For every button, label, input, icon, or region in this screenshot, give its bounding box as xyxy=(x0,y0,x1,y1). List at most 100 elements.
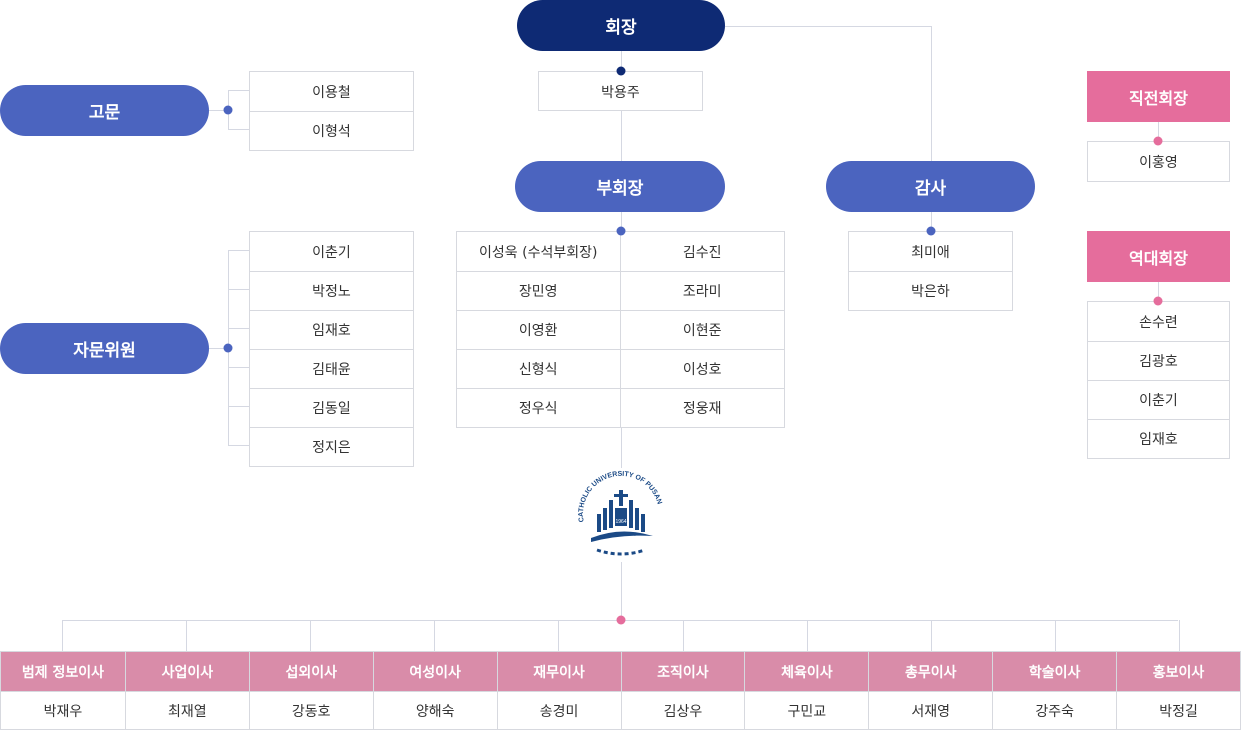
list-item: 이홍영 xyxy=(1139,154,1178,171)
connector xyxy=(228,90,249,91)
list-item: 이형석 xyxy=(250,111,413,150)
list-item: 이성욱 (수석부회장) xyxy=(457,232,621,271)
director-title: 섭외이사 xyxy=(249,652,373,691)
list-item: 정지은 xyxy=(250,427,413,466)
director-name: 구민교 xyxy=(745,691,869,729)
director-name: 서재영 xyxy=(869,691,993,729)
connector xyxy=(228,367,249,368)
former-president-header: 직전회장 xyxy=(1087,71,1230,122)
list-item: 이현준 xyxy=(620,310,784,349)
connector xyxy=(1055,620,1056,651)
consultants-list: 이춘기 박정노 임재호 김태윤 김동일 정지은 xyxy=(249,231,414,467)
director-name: 김상우 xyxy=(621,691,745,729)
connector xyxy=(186,620,187,651)
connector xyxy=(310,620,311,651)
connector xyxy=(931,620,932,651)
director-title: 사업이사 xyxy=(125,652,249,691)
connector-dot xyxy=(223,105,233,115)
list-item: 임재호 xyxy=(250,310,413,349)
list-item: 박정노 xyxy=(250,271,413,310)
president-name-box: 박용주 xyxy=(538,71,703,111)
list-item: 이춘기 xyxy=(1088,380,1229,419)
university-logo: 1964 CATHOLIC UNIVERSITY OF PUSAN xyxy=(578,471,663,556)
connector xyxy=(1158,282,1159,301)
director-name: 강동호 xyxy=(249,691,373,729)
svg-text:1964: 1964 xyxy=(615,519,626,525)
director-name: 박정길 xyxy=(1117,691,1240,729)
connector xyxy=(209,110,228,111)
connector xyxy=(228,250,249,251)
director-title: 학술이사 xyxy=(993,652,1117,691)
auditor-node: 감사 xyxy=(826,161,1035,212)
connector xyxy=(558,620,559,651)
connector xyxy=(434,620,435,651)
list-item: 이춘기 xyxy=(312,244,351,261)
list-item: 정웅재 xyxy=(620,388,784,427)
connector xyxy=(209,348,228,349)
director-title: 여성이사 xyxy=(373,652,497,691)
director-title: 범제 정보이사 xyxy=(1,652,125,691)
director-name: 양해숙 xyxy=(373,691,497,729)
connector xyxy=(1158,122,1159,141)
list-item: 김태윤 xyxy=(250,349,413,388)
list-item: 박은하 xyxy=(849,271,1012,310)
president-node: 회장 xyxy=(517,0,725,51)
connector xyxy=(931,26,932,161)
past-presidents-header: 역대회장 xyxy=(1087,231,1230,282)
connector xyxy=(228,406,249,407)
director-name: 송경미 xyxy=(497,691,621,729)
building-emblem-icon xyxy=(591,490,653,556)
vice-president-list: 이성욱 (수석부회장) 김수진 장민영 조라미 이영환 이현준 신형식 이성호 … xyxy=(456,231,785,428)
list-item: 신형식 xyxy=(457,349,621,388)
connector xyxy=(228,328,249,329)
list-item: 이용철 xyxy=(312,84,351,101)
president-name: 박용주 xyxy=(601,84,640,101)
connector xyxy=(725,26,931,27)
list-item: 김광호 xyxy=(1088,341,1229,380)
list-item: 조라미 xyxy=(620,271,784,310)
auditor-list: 최미애 박은하 xyxy=(848,231,1013,311)
list-item: 손수련 xyxy=(1139,314,1178,331)
director-name: 최재열 xyxy=(125,691,249,729)
list-item: 정우식 xyxy=(457,388,621,427)
past-presidents-list: 손수련 김광호 이춘기 임재호 xyxy=(1087,301,1230,459)
connector-dot xyxy=(926,226,936,236)
advisor-list: 이용철 이형석 xyxy=(249,71,414,151)
advisor-node: 고문 xyxy=(0,85,209,136)
connector-dot xyxy=(1153,296,1163,306)
connector xyxy=(621,562,622,620)
connector-dot xyxy=(616,226,626,236)
director-title: 총무이사 xyxy=(869,652,993,691)
connector xyxy=(228,129,249,130)
vice-president-node: 부회장 xyxy=(515,161,725,212)
connector xyxy=(228,445,249,446)
former-president-list: 이홍영 xyxy=(1087,141,1230,182)
list-item: 김동일 xyxy=(250,388,413,427)
director-title: 재무이사 xyxy=(497,652,621,691)
connector-dot xyxy=(223,343,233,353)
connector xyxy=(62,620,63,651)
list-item: 최미애 xyxy=(911,244,950,261)
list-item: 이성호 xyxy=(620,349,784,388)
connector-dot xyxy=(1153,136,1163,146)
connector-dot xyxy=(616,615,626,625)
list-item: 장민영 xyxy=(457,271,621,310)
director-title: 체육이사 xyxy=(745,652,869,691)
list-item: 임재호 xyxy=(1088,419,1229,458)
consultants-node: 자문위원 xyxy=(0,323,209,374)
list-item: 김수진 xyxy=(682,244,722,261)
connector xyxy=(1179,620,1180,651)
connector xyxy=(683,620,684,651)
list-item: 이영환 xyxy=(457,310,621,349)
director-name: 강주숙 xyxy=(993,691,1117,729)
